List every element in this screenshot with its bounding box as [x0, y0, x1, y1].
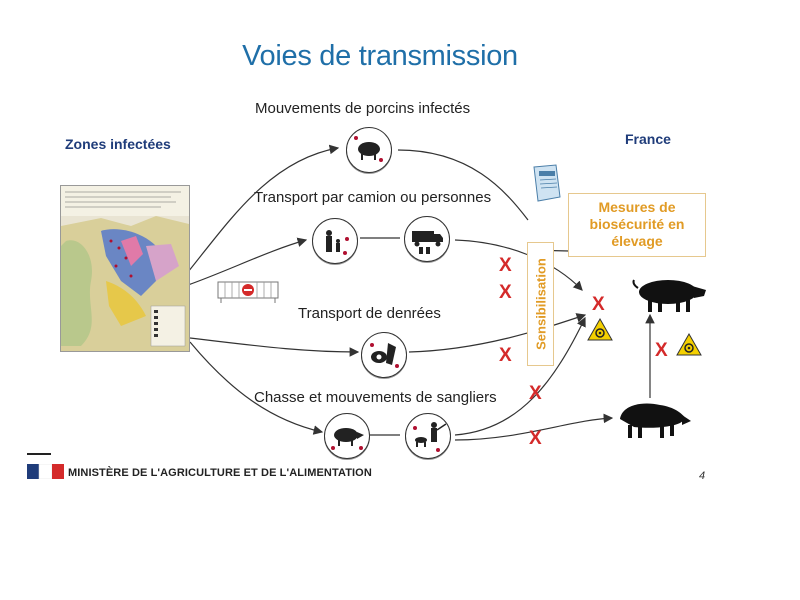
- arrow-denrees-out: [408, 313, 587, 353]
- route-label-chasse: Chasse et mouvements de sangliers: [254, 389, 497, 406]
- wild-boar-icon: [331, 428, 364, 450]
- barrier-icon: [217, 281, 279, 303]
- sensibilisation-box: Sensibilisation: [527, 242, 554, 366]
- page-number: 4: [699, 470, 706, 482]
- porcins-circle: [346, 127, 392, 173]
- footer-rule: [27, 453, 51, 455]
- person-child-icon: [326, 230, 349, 255]
- biohazard-icon: [587, 318, 613, 341]
- slide-title: Voies de transmission: [242, 40, 518, 72]
- biohazard-icon-2: [676, 333, 702, 356]
- domestic-pig-icon: [632, 279, 706, 312]
- sensibilisation-label: Sensibilisation: [533, 258, 548, 350]
- personnes-circle: [312, 218, 358, 264]
- mesures-line-3: élevage: [611, 233, 663, 249]
- hunter-dog-icon: [413, 422, 447, 452]
- arrow-map-to-denrees: [189, 337, 360, 357]
- cross-mark-2: X: [499, 282, 512, 303]
- cross-mark-4: X: [529, 383, 542, 404]
- mesures-line-2: biosécurité en: [589, 216, 685, 232]
- route-label-denrees: Transport de denrées: [298, 305, 441, 322]
- republic-logo-icon: [27, 464, 64, 479]
- map-icon: [60, 185, 190, 352]
- france-label: France: [625, 131, 671, 147]
- wild-boar-france-icon: [620, 403, 691, 438]
- route-label-porcins: Mouvements de porcins infectés: [255, 100, 471, 117]
- arrow-transport-out: [454, 239, 583, 291]
- chasse-circle: [405, 413, 451, 459]
- denrees-circle: [361, 332, 407, 378]
- arrow-chasse-up: [454, 316, 586, 436]
- camion-circle: [404, 216, 450, 262]
- mesures-biosecurite-box: Mesures de biosécurité en élevage: [568, 193, 706, 257]
- route-label-transport: Transport par camion ou personnes: [254, 189, 492, 206]
- mesures-line-1: Mesures de: [598, 199, 676, 215]
- cross-mark-7: X: [655, 340, 668, 361]
- cross-mark-6: X: [592, 294, 605, 315]
- arrow-map-to-porcins: [187, 144, 340, 273]
- sangliers-circle: [324, 413, 370, 459]
- arrow-map-to-chasse: [189, 341, 324, 435]
- brochure-icon: [533, 164, 561, 202]
- meat-icon: [370, 343, 399, 368]
- truck-icon: [412, 231, 443, 254]
- cross-mark-5: X: [529, 428, 542, 449]
- pig-icon: [354, 136, 383, 162]
- cross-mark-3: X: [499, 345, 512, 366]
- arrow-map-to-transport: [187, 237, 308, 286]
- cross-mark-1: X: [499, 255, 512, 276]
- ministry-label: MINISTÈRE DE L'AGRICULTURE ET DE L'ALIME…: [68, 467, 372, 479]
- arrow-porcins-out: [397, 149, 529, 221]
- arrow-chasse-right: [454, 413, 614, 441]
- zones-infectees-label: Zones infectées: [65, 136, 171, 152]
